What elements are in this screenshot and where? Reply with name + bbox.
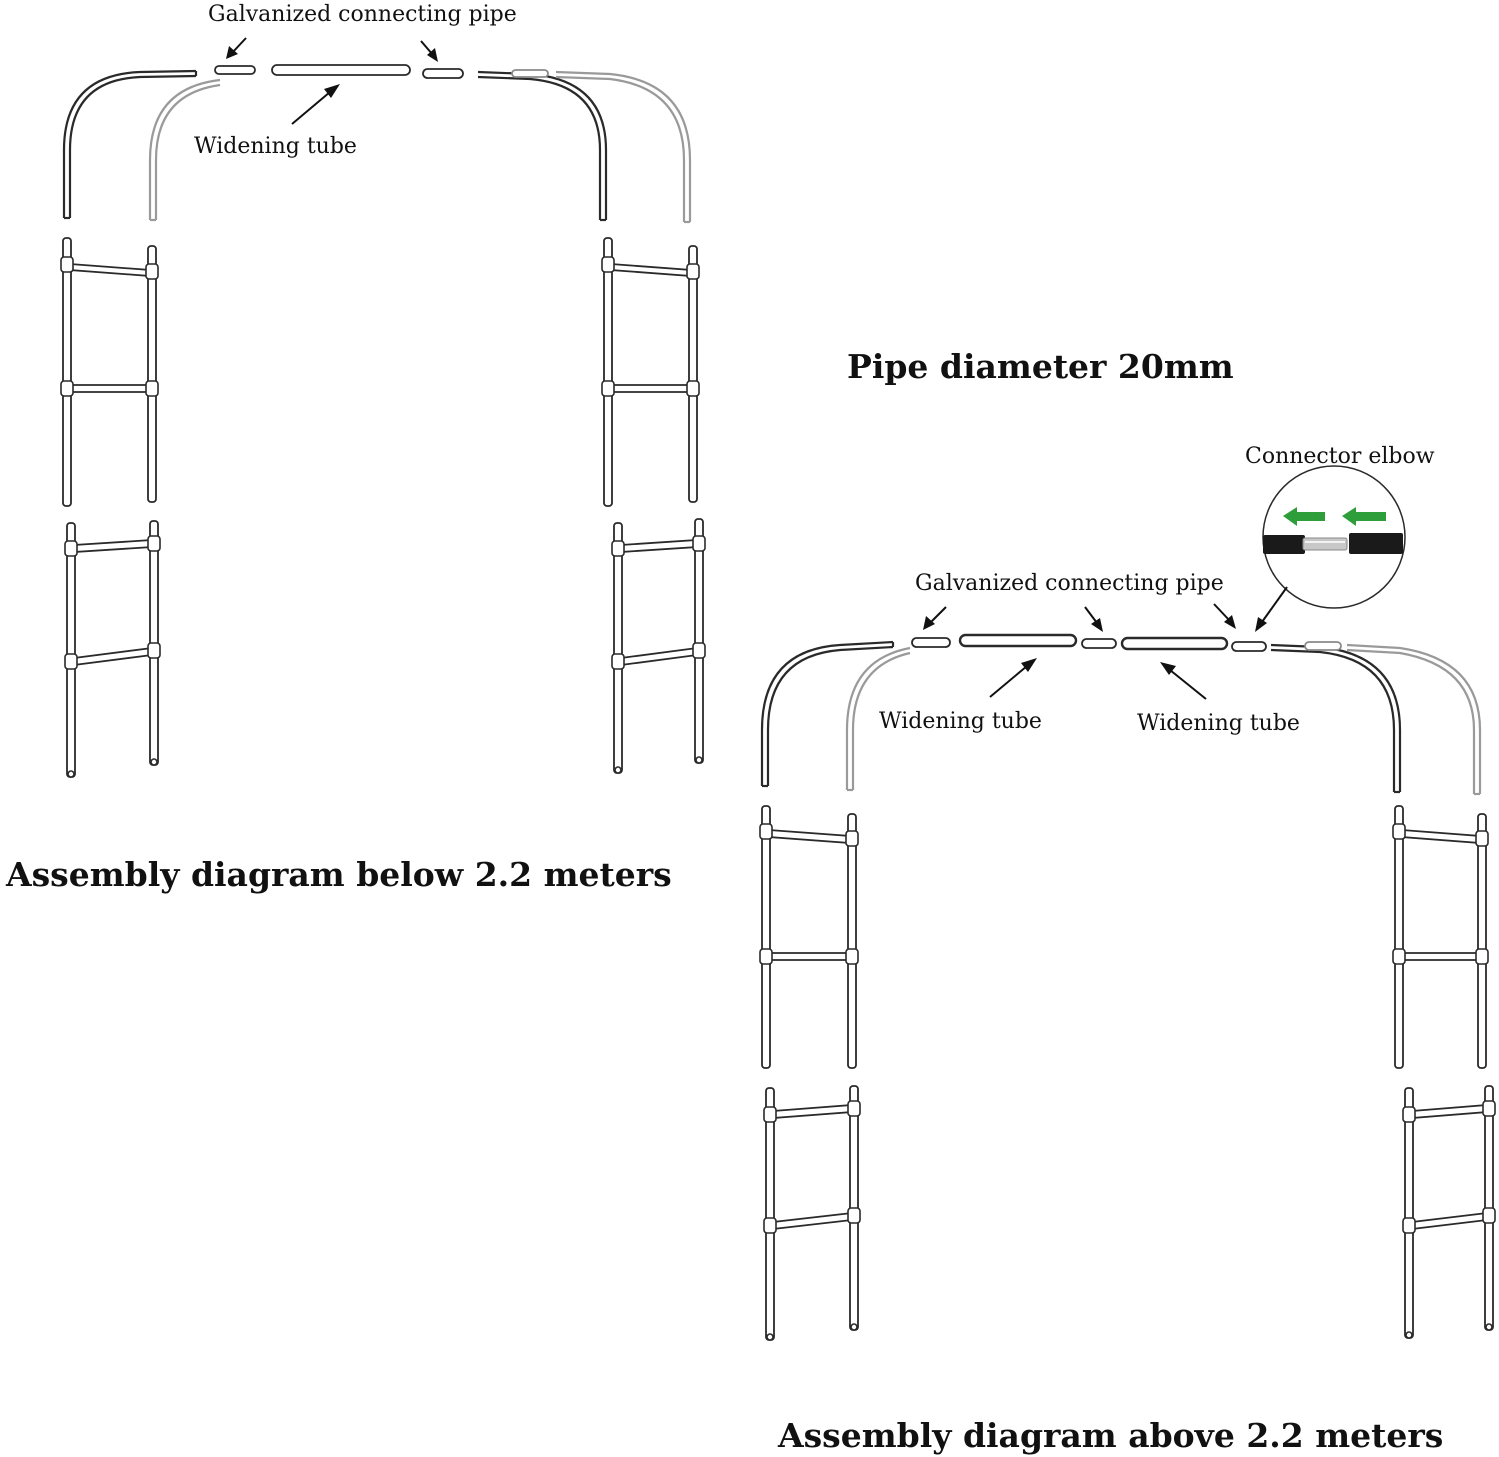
left-connecting-pipe-c [511,69,549,78]
right-connecting-pipe-a [911,637,951,648]
left-ladder-upper-right [601,237,700,507]
left-arch-assembly: Galvanized connecting pipe Widening tube [60,2,706,778]
right-connecting-pipe-arrow-c [1213,603,1236,629]
left-ladder-upper-left [60,237,159,507]
right-ladder-lower-right [1402,1085,1496,1339]
right-ladder-upper-left [759,805,859,1069]
right-connecting-pipe-c [1231,641,1267,652]
left-widening-tube-label: Widening tube [194,134,357,159]
connector-elbow-arrow [1255,586,1288,632]
right-ladder-lower-left [763,1085,861,1341]
left-widening-tube-arrow [291,84,340,125]
right-connecting-pipe-d [1304,641,1342,651]
connector-elbow-label: Connector elbow [1245,444,1435,469]
right-connecting-pipe-label: Galvanized connecting pipe [915,571,1224,596]
green-left-arrow-icon [1283,507,1325,526]
right-widening-tube-b [1120,636,1229,651]
right-widening-tube-label-b: Widening tube [1137,711,1300,736]
right-widening-tube-a [958,633,1078,648]
connector-elbow-inset [1262,465,1406,609]
right-arch-left-light-half [845,646,911,792]
right-ladder-upper-right [1392,805,1489,1069]
left-connecting-pipe-arrow-a [226,37,247,59]
caption-above-2-2-meters: Assembly diagram above 2.2 meters [777,1416,1443,1455]
right-widening-tube-label-a: Widening tube [879,709,1042,734]
caption-below-2-2-meters: Assembly diagram below 2.2 meters [5,855,672,894]
left-arch-right-dark-half [477,70,608,222]
right-arch-left-dark-half [760,640,895,788]
left-ladder-lower-right [611,518,706,774]
right-arch-right-light-half [1346,643,1482,796]
right-widening-tube-arrow-b [1160,662,1207,700]
left-arch-right-light-half [555,70,692,224]
right-connecting-pipe-arrow-b [1084,606,1103,632]
right-widening-tube-arrow-a [989,658,1037,698]
right-connecting-pipe-b [1081,638,1117,649]
left-arch-left-light-half [148,78,221,222]
left-ladder-lower-left [64,520,161,778]
left-connecting-pipe-a [214,65,256,75]
left-connecting-pipe-label: Galvanized connecting pipe [208,2,517,27]
green-left-arrow-icon [1342,507,1386,526]
left-arch-left-dark-half [62,69,198,220]
left-connecting-pipe-b [422,68,464,79]
right-connecting-pipe-arrow-a [923,606,947,630]
left-connecting-pipe-arrow-b [420,40,438,62]
pipe-diameter-title: Pipe diameter 20mm [847,347,1234,386]
right-arch-assembly: Connector elbow [759,444,1496,1341]
left-widening-tube [271,64,411,76]
